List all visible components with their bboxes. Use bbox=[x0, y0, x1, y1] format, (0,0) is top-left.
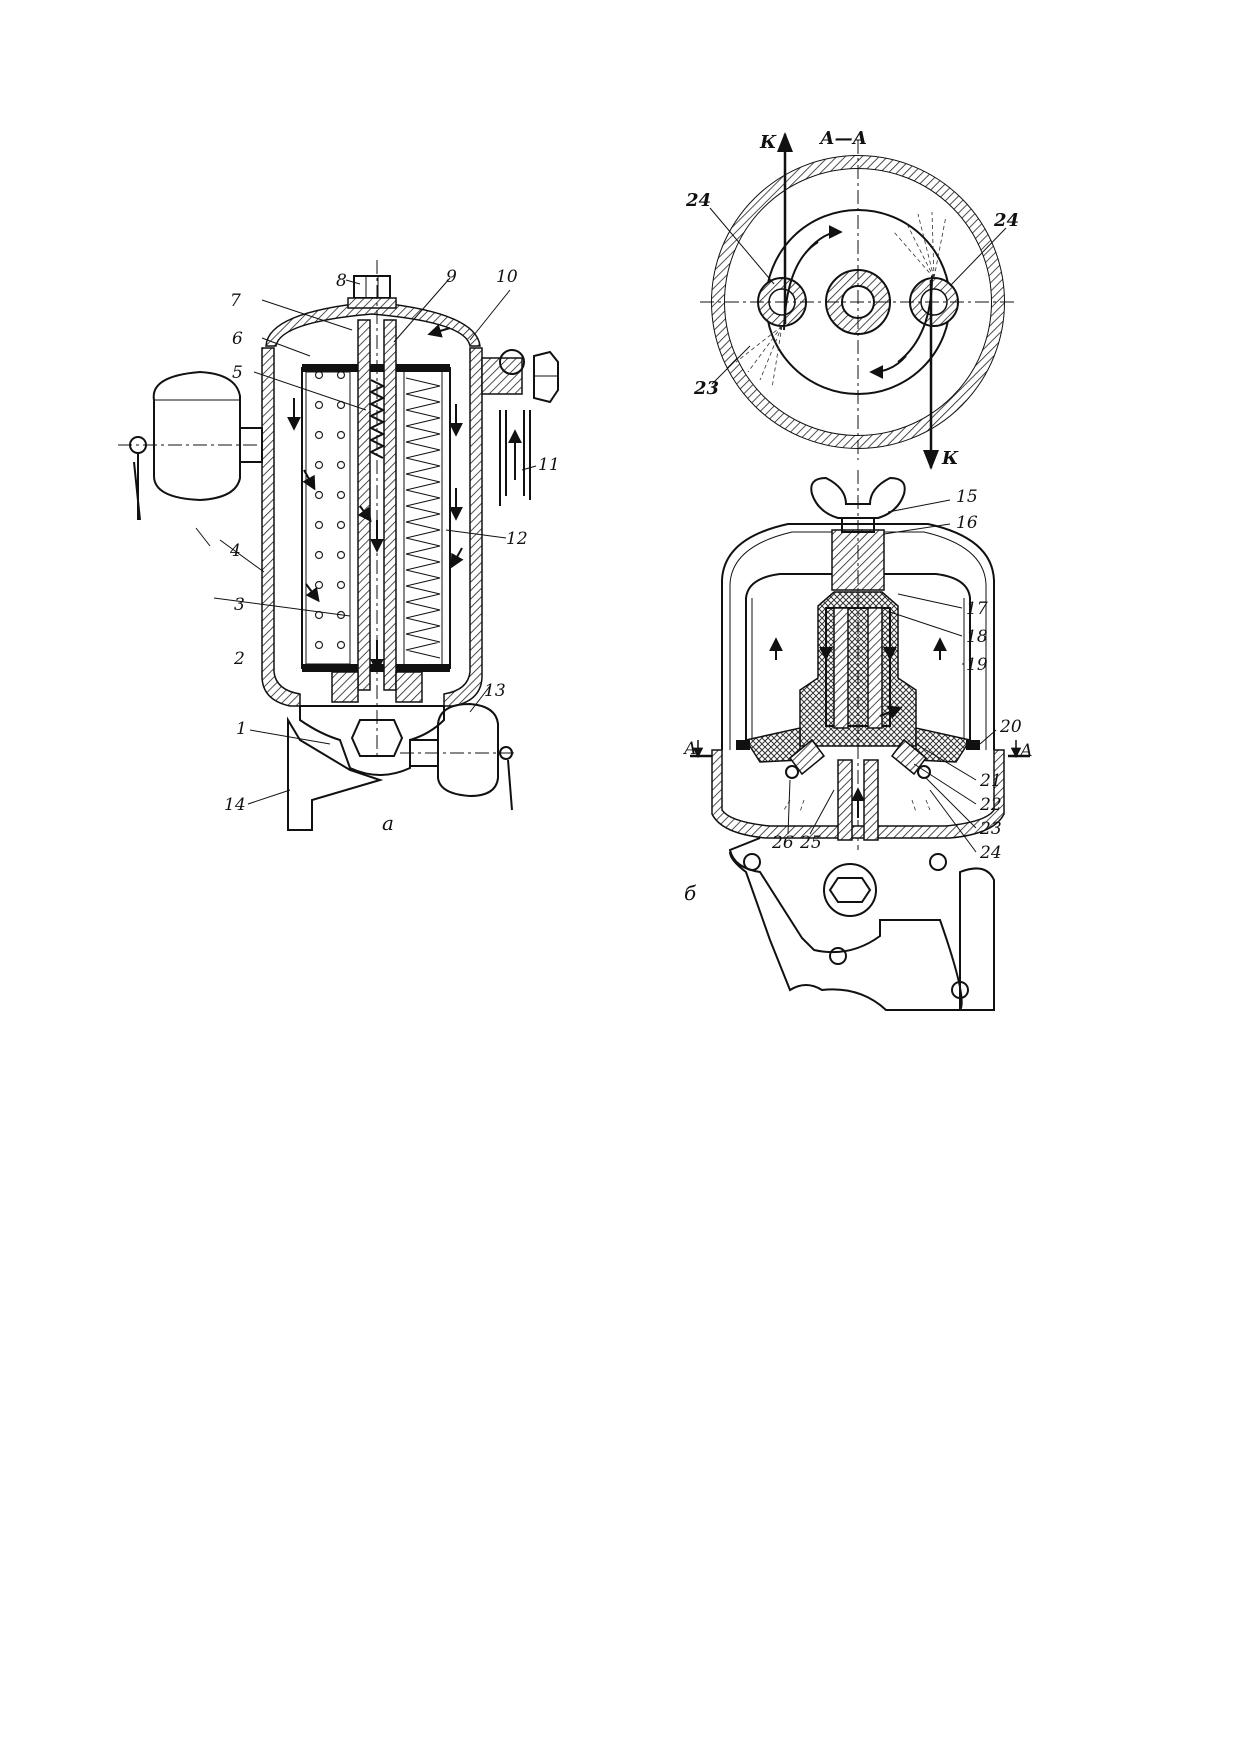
section-marker-right: А bbox=[1019, 741, 1033, 761]
centrifuge-mounting-base bbox=[728, 837, 963, 1011]
central-rod-right bbox=[383, 319, 397, 691]
bypass-valve-spring bbox=[368, 379, 386, 459]
label-22: 22 bbox=[979, 795, 1002, 815]
label-2: 2 bbox=[233, 649, 245, 669]
filter-base bbox=[299, 705, 445, 776]
figure-a-full-flow-filter: 1 2 3 4 5 6 7 8 9 10 11 12 13 14 а bbox=[118, 260, 560, 835]
housing-wall-left bbox=[261, 347, 301, 707]
label-23: 23 bbox=[979, 819, 1002, 839]
label-20: 20 bbox=[999, 717, 1022, 737]
section-label-24-left: 24 bbox=[685, 190, 711, 211]
pressure-sensor-left bbox=[118, 370, 263, 521]
flow-arrows-b bbox=[769, 636, 947, 818]
leaders-a bbox=[195, 277, 537, 805]
top-nut bbox=[353, 275, 391, 299]
housing-wall-right bbox=[443, 347, 483, 707]
pressure-sensor-right bbox=[400, 702, 518, 811]
label-7: 7 bbox=[230, 291, 241, 311]
flow-arrows-a bbox=[287, 324, 464, 673]
oil-inlet-fitting bbox=[481, 349, 559, 506]
centrifuge-lower-housing bbox=[711, 749, 1005, 839]
pleated-paper-element bbox=[405, 377, 441, 659]
rotor-hub bbox=[799, 591, 917, 747]
section-label-23: 23 bbox=[693, 378, 719, 399]
section-title: А—А bbox=[818, 128, 867, 149]
label-12: 12 bbox=[506, 529, 528, 549]
figure-b-centrifuge: А А 15 16 17 18 19 20 21 22 23 24 25 26 bbox=[683, 470, 1033, 1011]
label-15: 15 bbox=[956, 487, 978, 507]
label-8: 8 bbox=[336, 271, 347, 291]
label-24: 24 bbox=[979, 843, 1002, 863]
caption-b: б bbox=[684, 881, 697, 905]
label-4: 4 bbox=[229, 541, 241, 561]
mounting-bracket bbox=[287, 716, 384, 831]
section-marker-left: А bbox=[683, 739, 697, 759]
label-17: 17 bbox=[966, 599, 988, 619]
force-label-top: К bbox=[759, 132, 777, 153]
label-11: 11 bbox=[538, 455, 560, 475]
label-16: 16 bbox=[956, 513, 978, 533]
section-view-a-a: А—А К К 24 24 23 bbox=[685, 128, 1019, 470]
label-13: 13 bbox=[484, 681, 506, 701]
perforated-tube bbox=[305, 371, 351, 665]
label-14: 14 bbox=[224, 795, 246, 815]
label-26: 26 bbox=[771, 833, 794, 853]
label-6: 6 bbox=[232, 329, 243, 349]
label-10: 10 bbox=[496, 267, 518, 287]
label-5: 5 bbox=[232, 363, 243, 383]
central-rod-left bbox=[357, 319, 371, 691]
housing-lid bbox=[265, 301, 481, 347]
label-3: 3 bbox=[234, 595, 245, 615]
force-label-bottom: К bbox=[941, 448, 959, 469]
label-1: 1 bbox=[236, 719, 247, 739]
leaders-b bbox=[787, 499, 997, 853]
label-21: 21 bbox=[979, 771, 1002, 791]
label-9: 9 bbox=[446, 267, 457, 287]
label-25: 25 bbox=[799, 833, 822, 853]
caption-a: а bbox=[382, 811, 394, 835]
label-18: 18 bbox=[966, 627, 988, 647]
label-19: 19 bbox=[966, 655, 988, 675]
section-label-24-right: 24 bbox=[993, 210, 1019, 231]
